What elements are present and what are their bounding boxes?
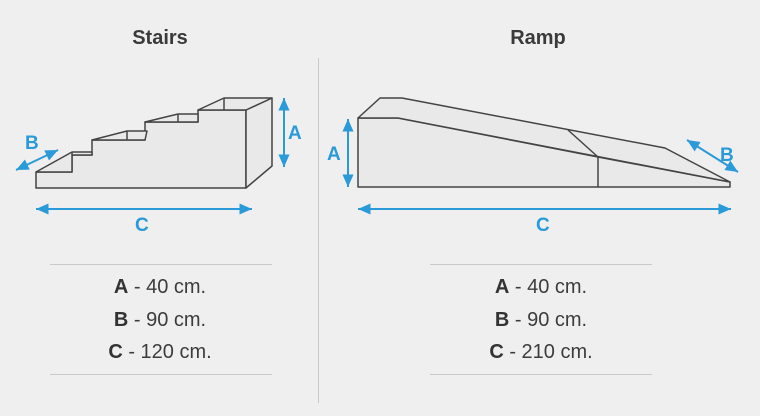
stairs-label-b: B: [25, 133, 39, 154]
ramp-spec-a: A - 40 cm.: [421, 276, 661, 299]
stairs-shape: [35, 97, 273, 189]
ramp-spec-c: C - 210 cm.: [421, 341, 661, 364]
ramp-top-face: [357, 97, 731, 183]
ramp-top-seam: [567, 129, 599, 158]
spec-value: - 40 cm.: [133, 276, 207, 298]
ramp-spec-b: B - 90 cm.: [421, 309, 661, 332]
stairs-dimensions: [15, 98, 290, 215]
spec-key: C: [108, 341, 123, 363]
spec-value: - 120 cm.: [128, 341, 212, 363]
panel-divider: [318, 58, 319, 403]
spec-key: C: [489, 341, 504, 363]
ramp-title: Ramp: [510, 27, 566, 49]
stairs-step-top-3: [144, 113, 199, 123]
spec-key: A: [494, 276, 510, 298]
ramp-shape: [357, 97, 731, 188]
spec-key: B: [113, 309, 129, 331]
stairs-side-face: [245, 97, 273, 189]
stairs-title: Stairs: [132, 27, 188, 49]
stairs-spec-c: C - 120 cm.: [40, 341, 280, 364]
ramp-specs-top-rule: [430, 264, 652, 265]
stairs-spec-a: A - 40 cm.: [40, 276, 280, 299]
spec-key: B: [494, 309, 510, 331]
stairs-label-c: C: [135, 215, 149, 236]
spec-value: - 90 cm.: [514, 309, 588, 331]
stairs-specs-top-rule: [50, 264, 272, 265]
ramp-label-b: B: [720, 145, 734, 166]
stairs-spec-b: B - 90 cm.: [40, 309, 280, 332]
stairs-label-a: A: [288, 123, 302, 144]
spec-value: - 40 cm.: [514, 276, 588, 298]
spec-value: - 90 cm.: [133, 309, 207, 331]
ramp-dim-b-arrow: [686, 139, 739, 173]
spec-value: - 210 cm.: [509, 341, 593, 363]
stairs-step-top-2: [91, 130, 148, 141]
ramp-label-c: C: [536, 215, 550, 236]
stairs-specs-bottom-rule: [50, 374, 272, 375]
spec-key: A: [113, 276, 129, 298]
stairs-dim-b-arrow: [15, 149, 59, 171]
ramp-label-a: A: [327, 144, 341, 165]
stairs-step-top-4: [197, 97, 273, 111]
stairs-front-face: [35, 109, 247, 189]
ramp-specs-bottom-rule: [430, 374, 652, 375]
ramp-dimensions: [342, 119, 739, 215]
